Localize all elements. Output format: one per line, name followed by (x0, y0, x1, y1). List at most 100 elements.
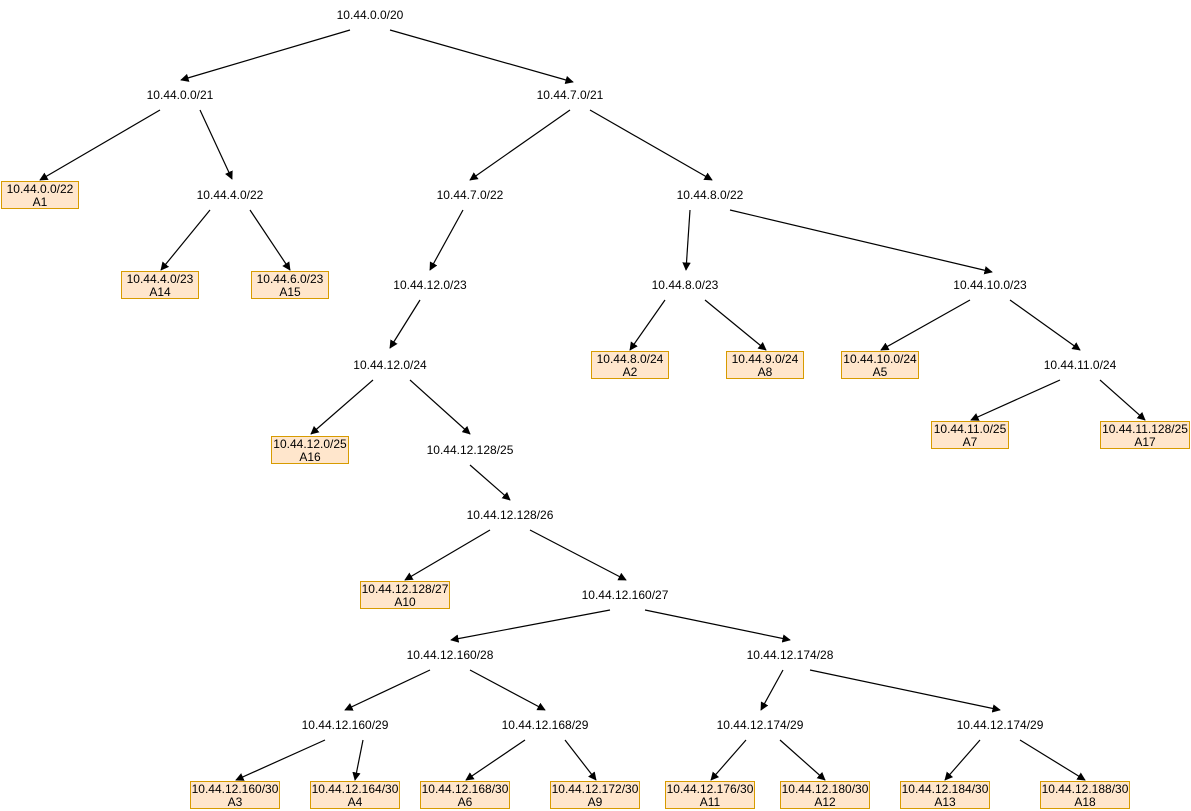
leaf-name: A2 (622, 365, 638, 379)
leaf-A15: 10.44.6.0/23 A15 (251, 271, 329, 299)
edge (760, 669, 784, 711)
edge (529, 529, 627, 581)
node-10-44-0-0-21: 10.44.0.0/21 (146, 88, 214, 102)
leaf-A16: 10.44.12.0/25 A16 (271, 436, 349, 464)
leaf-network: 10.44.11.128/25 (1102, 422, 1188, 436)
node-10-44-12-174-29-left: 10.44.12.174/29 (716, 718, 804, 732)
edge (629, 299, 666, 351)
leaf-A18: 10.44.12.188/30 A18 (1040, 781, 1130, 809)
edge (39, 109, 161, 181)
leaf-name: A8 (757, 365, 773, 379)
leaf-A7: 10.44.11.0/25 A7 (931, 421, 1009, 449)
node-10-44-12-128-25: 10.44.12.128/25 (426, 443, 514, 457)
leaf-A14: 10.44.4.0/23 A14 (121, 271, 199, 299)
node-10-44-12-128-26: 10.44.12.128/26 (466, 508, 554, 522)
edge (429, 209, 464, 271)
leaf-A6: 10.44.12.168/30 A6 (420, 781, 510, 809)
leaf-A4: 10.44.12.164/30 A4 (310, 781, 400, 809)
edge (469, 464, 511, 501)
leaf-A1: 10.44.0.0/22 A1 (1, 181, 79, 209)
leaf-name: A9 (587, 795, 603, 809)
leaf-A17: 10.44.11.128/25 A17 (1100, 421, 1190, 449)
leaf-name: A1 (32, 195, 48, 209)
edge (235, 739, 326, 781)
leaf-network: 10.44.12.164/30 (311, 782, 399, 796)
edge (389, 29, 574, 84)
leaf-network: 10.44.12.176/30 (666, 782, 754, 796)
leaf-network: 10.44.4.0/23 (126, 272, 194, 286)
edge (1019, 739, 1086, 781)
node-10-44-7-0-21: 10.44.7.0/21 (536, 88, 604, 102)
leaf-A10: 10.44.12.128/27 A10 (360, 581, 450, 609)
leaf-network: 10.44.12.128/27 (361, 582, 449, 596)
node-10-44-12-160-29: 10.44.12.160/29 (301, 718, 389, 732)
leaf-network: 10.44.9.0/24 (731, 352, 799, 366)
edge (682, 209, 691, 271)
edge (160, 209, 211, 271)
node-10-44-12-160-28: 10.44.12.160/28 (406, 648, 494, 662)
leaf-network: 10.44.12.184/30 (901, 782, 989, 796)
leaf-network: 10.44.12.0/25 (273, 437, 347, 451)
node-10-44-7-0-22: 10.44.7.0/22 (436, 188, 504, 202)
edge (1009, 299, 1081, 351)
leaf-A12: 10.44.12.180/30 A12 (780, 781, 870, 809)
node-10-44-12-0-24: 10.44.12.0/24 (353, 358, 427, 372)
edge (389, 299, 421, 349)
leaf-name: A11 (699, 795, 721, 809)
edge (704, 299, 767, 351)
leaf-name: A4 (347, 795, 363, 809)
node-10-44-8-0-23: 10.44.8.0/23 (651, 278, 719, 292)
edge (644, 609, 791, 643)
leaf-name: A14 (149, 285, 171, 299)
leaf-name: A10 (394, 595, 416, 609)
leaf-A2: 10.44.8.0/24 A2 (591, 351, 669, 379)
leaf-name: A3 (227, 795, 243, 809)
node-10-44-8-0-22: 10.44.8.0/22 (676, 188, 744, 202)
edge (729, 209, 993, 275)
edge (589, 109, 713, 181)
leaf-network: 10.44.12.188/30 (1041, 782, 1129, 796)
edge (779, 739, 826, 781)
node-10-44-12-174-29-right: 10.44.12.174/29 (956, 718, 1044, 732)
leaf-network: 10.44.8.0/24 (596, 352, 664, 366)
edge (404, 529, 491, 581)
node-10-44-12-0-23: 10.44.12.0/23 (393, 278, 467, 292)
edge (344, 669, 431, 711)
leaf-A11: 10.44.12.176/30 A11 (665, 781, 755, 809)
leaf-name: A6 (457, 795, 473, 809)
leaf-network: 10.44.11.0/25 (933, 422, 1007, 436)
leaf-name: A16 (299, 450, 321, 464)
edge (409, 379, 471, 435)
edge (944, 739, 981, 781)
leaf-network: 10.44.12.172/30 (551, 782, 639, 796)
edge (1099, 379, 1146, 421)
leaf-A13: 10.44.12.184/30 A13 (900, 781, 990, 809)
leaf-A8: 10.44.9.0/24 A8 (726, 351, 804, 379)
node-10-44-10-0-23: 10.44.10.0/23 (953, 278, 1027, 292)
edge (249, 209, 291, 271)
leaf-network: 10.44.0.0/22 (6, 182, 74, 196)
leaf-name: A5 (872, 365, 888, 379)
node-10-44-4-0-22: 10.44.4.0/22 (196, 188, 264, 202)
leaf-network: 10.44.10.0/24 (843, 352, 917, 366)
edge (199, 109, 233, 180)
leaf-name: A17 (1134, 435, 1156, 449)
node-10-44-0-0-20: 10.44.0.0/20 (336, 8, 404, 22)
edge (469, 669, 546, 711)
edge (450, 609, 611, 643)
leaf-name: A7 (962, 435, 978, 449)
leaf-A5: 10.44.10.0/24 A5 (841, 351, 919, 379)
edge (880, 299, 971, 351)
leaf-network: 10.44.12.160/30 (191, 782, 279, 796)
leaf-network: 10.44.12.180/30 (781, 782, 869, 796)
node-10-44-12-168-29: 10.44.12.168/29 (501, 718, 589, 732)
edge (970, 379, 1061, 421)
leaf-name: A18 (1074, 795, 1096, 809)
edge (564, 739, 597, 781)
edge (710, 739, 747, 781)
edge (180, 29, 351, 82)
edge (469, 109, 571, 181)
leaf-A9: 10.44.12.172/30 A9 (550, 781, 640, 809)
